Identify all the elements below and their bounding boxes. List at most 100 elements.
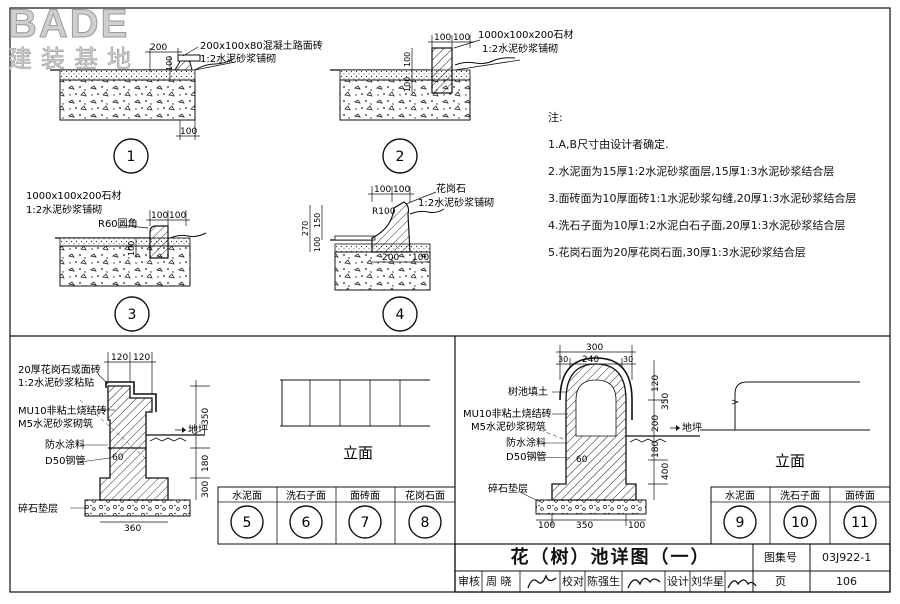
section-left: 地坪 120 120 350 180 300 60 360 20厚花岗石或面砖 … xyxy=(18,352,456,545)
detail-4-dim-f: 200 xyxy=(382,253,399,263)
detail-4-dim-e: 100 xyxy=(313,237,322,252)
detail-4-dim-c: 270 xyxy=(301,221,310,236)
brand-logo-text: BADE xyxy=(8,2,130,46)
right-label-gravel: 碎石垫层 xyxy=(488,482,528,495)
left-dim-right-c: 300 xyxy=(201,481,211,498)
detail-3-label-corner: R60圆角 xyxy=(98,218,138,230)
variant-6-name: 洗石子面 xyxy=(286,490,326,502)
right-label-pipe: D50钢管 xyxy=(506,450,546,463)
right-ground-label: 地坪 xyxy=(682,421,702,434)
left-label-waterproof: 防水涂料 xyxy=(45,438,85,451)
detail-3-dim-b: 100 xyxy=(169,211,186,221)
variant-10-name: 洗石子面 xyxy=(780,490,820,502)
page-number: 106 xyxy=(836,575,857,588)
note-item: 5.花岗石面为20厚花岗石面,30厚1:3水泥砂浆结合层 xyxy=(548,246,806,259)
sheet-border xyxy=(9,7,891,593)
detail-2-dim-a: 100 xyxy=(434,33,451,43)
detail-4-dim-g: 100 xyxy=(412,253,429,263)
variant-11-name: 面砖面 xyxy=(845,489,875,502)
section-right: 地坪 300 30 240 30 120 350 200 180 400 60 … xyxy=(463,343,891,545)
detail-3-dim-a: 100 xyxy=(151,211,168,221)
right-elevation-label: 立面 xyxy=(775,452,805,470)
check-label: 校对 xyxy=(562,575,584,588)
detail-3-number: 3 xyxy=(128,307,137,323)
detail-4-dim-d: 150 xyxy=(313,213,322,228)
atlas-number: 03J922-1 xyxy=(822,551,872,564)
right-dim-bottom-c: 100 xyxy=(628,521,645,531)
variant-5-number: 5 xyxy=(243,515,252,531)
detail-1-dim-bottom: 100 xyxy=(180,127,197,137)
left-dim-right-a: 350 xyxy=(201,408,211,425)
right-dim-right-a: 120 xyxy=(651,375,661,392)
left-label-gravel: 碎石垫层 xyxy=(18,502,58,515)
detail-4-label-radius: R100 xyxy=(372,207,396,217)
page-label: 页 xyxy=(775,575,786,588)
detail-1-label-main: 200x100x80混凝土路面砖 xyxy=(200,39,323,52)
detail-1: 200 100 100 200x100x80混凝土路面砖 1:2水泥砂浆铺砌 1 xyxy=(50,39,323,174)
left-dim-60: 60 xyxy=(112,453,124,463)
detail-4-label-main: 花岗石 xyxy=(436,182,466,195)
detail-3: 100 100 100 R60圆角 1000x100x200石材 1:2水泥砂浆… xyxy=(26,189,207,332)
right-dim-right-c: 200 xyxy=(651,415,661,432)
variant-5-marker xyxy=(230,505,264,539)
right-dim-top-total: 300 xyxy=(586,343,603,353)
detail-4-label-sub: 1:2水泥砂浆铺砌 xyxy=(418,196,494,209)
detail-2-label-main: 1000x100x200石材 xyxy=(478,28,573,41)
designer-name: 刘华星 xyxy=(691,575,724,588)
detail-4-dim-b: 100 xyxy=(393,185,410,195)
variant-7-name: 面砖面 xyxy=(350,489,380,502)
variant-8-number: 8 xyxy=(421,515,430,531)
right-dim-bottom-b: 350 xyxy=(576,521,593,531)
variant-9-name: 水泥面 xyxy=(725,489,755,502)
detail-4-number: 4 xyxy=(396,307,405,323)
right-dim-top-c: 30 xyxy=(623,355,633,364)
right-label-soil: 树池填土 xyxy=(508,385,548,398)
note-item: 4.洗石子面为10厚1:2水泥白石子面,20厚1:3水泥砂浆结合层 xyxy=(548,219,846,232)
detail-2-dim-d: 100 xyxy=(403,77,412,92)
left-dim-top-a: 120 xyxy=(111,353,128,363)
note-item: 2.水泥面为15厚1:2水泥砂浆面层,15厚1:3水泥砂浆结合层 xyxy=(548,165,835,178)
detail-3-marker xyxy=(114,296,150,332)
variant-9-number: 9 xyxy=(736,515,745,531)
signature-designer xyxy=(727,579,757,589)
detail-4: 100 100 R100 270 150 100 200 100 花岗石 1:2… xyxy=(301,182,494,332)
variant-10-number: 10 xyxy=(791,515,809,531)
checker-name: 陈强生 xyxy=(587,575,620,588)
right-dim-right-d: 180 xyxy=(651,441,661,458)
brand-logo-subtitle: 建装基地 xyxy=(8,45,140,74)
drawing-title: 花（树）池详图（一） xyxy=(510,547,711,568)
right-label-brick: MU10非粘土烧结砖 xyxy=(463,407,552,420)
variant-8-name: 花岗石面 xyxy=(405,489,445,502)
detail-1-label-sub: 1:2水泥砂浆铺砌 xyxy=(200,52,276,65)
reviewer-name: 周 晓 xyxy=(486,575,512,588)
left-label-masonry: M5水泥砂浆砌筑 xyxy=(18,417,93,430)
signature-checker xyxy=(627,577,661,589)
detail-2-dim-b: 100 xyxy=(453,33,470,43)
notes-block: 注: 1.A,B尺寸由设计者确定. 2.水泥面为15厚1:2水泥砂浆面层,15厚… xyxy=(548,104,888,266)
right-label-waterproof: 防水涂料 xyxy=(506,436,546,449)
variant-10-marker xyxy=(783,505,817,539)
right-label-masonry: M5水泥砂浆砌筑 xyxy=(471,420,546,433)
variant-6-number: 6 xyxy=(302,515,311,531)
variant-11-marker xyxy=(843,505,877,539)
detail-2: 100 100 100 100 1000x100x200石材 1:2水泥砂浆铺砌… xyxy=(330,28,573,174)
left-label-mortar: 1:2水泥砂浆粘贴 xyxy=(18,376,94,389)
title-block xyxy=(454,543,891,593)
detail-4-marker xyxy=(382,296,418,332)
detail-4-dim-a: 100 xyxy=(374,185,391,195)
right-dim-right-b: 350 xyxy=(661,393,671,410)
detail-1-number: 1 xyxy=(127,149,136,165)
right-dim-bottom-a: 100 xyxy=(538,521,555,531)
variant-9-marker xyxy=(723,505,757,539)
left-elevation-label: 立面 xyxy=(343,444,373,462)
design-label: 设计 xyxy=(667,575,689,588)
left-dim-right-b: 180 xyxy=(201,455,211,472)
detail-2-dim-c: 100 xyxy=(403,52,412,67)
note-item: 3.面砖面为10厚面砖1:1水泥砂浆勾缝,20厚1:3水泥砂浆结合层 xyxy=(548,192,857,205)
left-elevation: 立面 xyxy=(280,379,430,462)
detail-2-marker xyxy=(382,138,418,174)
atlas-label: 图集号 xyxy=(764,551,797,564)
left-dim-top-b: 120 xyxy=(133,353,150,363)
right-elevation: 立面 xyxy=(700,381,870,470)
